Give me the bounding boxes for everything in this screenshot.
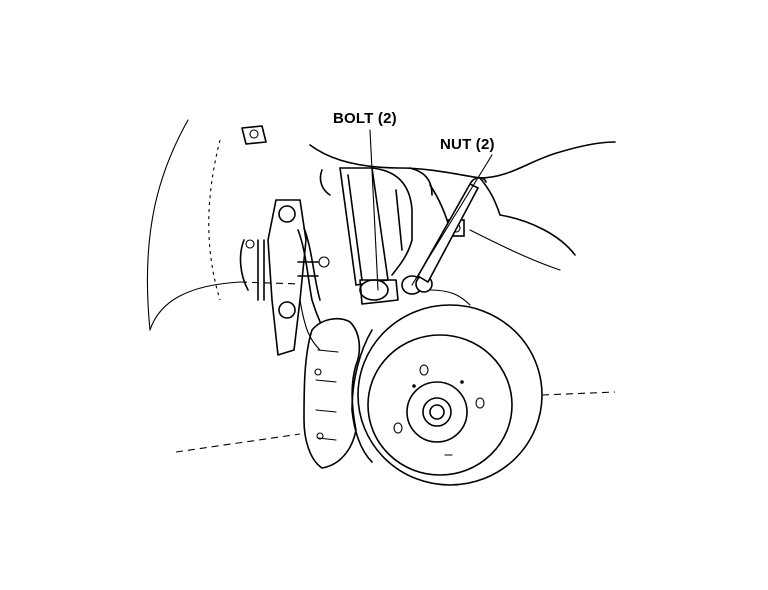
nut-callout-label: NUT (2) xyxy=(440,136,495,153)
bolt-callout-label: BOLT (2) xyxy=(333,110,397,127)
brake-rotor xyxy=(351,304,543,486)
wheel-well-outline xyxy=(146,119,301,331)
body-dashed-lines xyxy=(175,289,616,453)
clip-icon xyxy=(241,125,267,145)
knuckle-bolts xyxy=(359,275,433,305)
wrench-icon xyxy=(416,176,487,284)
brake-hose-bracket xyxy=(239,199,333,356)
callout-leaders xyxy=(369,129,493,291)
